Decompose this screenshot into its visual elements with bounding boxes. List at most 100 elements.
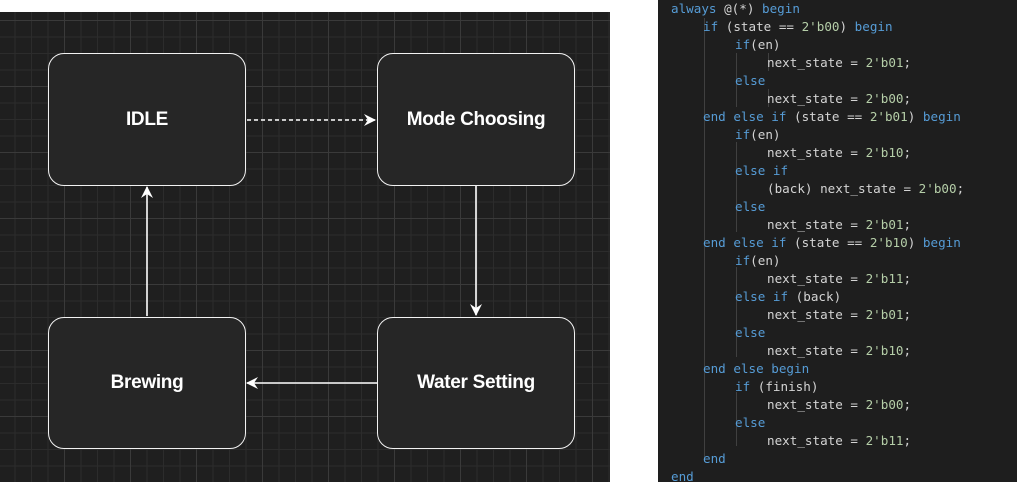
code-token: ; (903, 217, 912, 232)
code-token: next_state = (767, 271, 866, 286)
code-token: if (735, 127, 751, 142)
code-token: if (735, 37, 751, 52)
code-line: (back) next_state = 2'b00; (767, 180, 964, 198)
indent-guide (768, 53, 769, 71)
code-token: next_state = (767, 433, 866, 448)
code-line: always @(*) begin (671, 0, 800, 18)
code-line: if(en) (735, 252, 781, 270)
code-token: (state == (786, 109, 870, 124)
indent-guide (736, 392, 737, 446)
code-line: else (735, 72, 765, 90)
code-token: 2'b11 (865, 433, 904, 448)
code-token: next_state = (767, 217, 866, 232)
indent-guide (736, 142, 737, 232)
code-token: else if (735, 163, 789, 178)
code-line: next_state = 2'b00; (767, 90, 911, 108)
code-token: ; (903, 343, 912, 358)
code-token: (state == (786, 235, 870, 250)
code-line: end else if (state == 2'b10) begin (703, 234, 961, 252)
code-token: always (671, 1, 717, 16)
code-line: next_state = 2'b10; (767, 342, 911, 360)
code-token: begin (854, 19, 893, 34)
code-token: (en) (750, 127, 781, 142)
code-line: end (671, 468, 694, 482)
code-token: next_state = (767, 343, 866, 358)
code-line: end else begin (703, 360, 809, 378)
state-diagram: IDLE Mode Choosing Water Setting Brewing (0, 12, 610, 482)
code-token: (en) (750, 37, 781, 52)
code-line: if (finish) (735, 378, 818, 396)
code-token: 2'b01 (865, 307, 904, 322)
code-token: 2'b10 (865, 145, 904, 160)
code-line: else if (735, 162, 788, 180)
code-line: next_state = 2'b01; (767, 306, 911, 324)
code-line: end else if (state == 2'b01) begin (703, 108, 961, 126)
code-token: end else if (703, 109, 787, 124)
code-token: if (735, 253, 751, 268)
code-token: next_state = (767, 145, 866, 160)
code-line: if(en) (735, 126, 781, 144)
transition-arrows (141, 114, 482, 389)
code-token: else if (735, 289, 789, 304)
code-token: ) (907, 235, 923, 250)
code-line: else (735, 414, 765, 432)
code-token: (back) next_state = (767, 181, 919, 196)
state-water-setting-label: Water Setting (417, 372, 535, 393)
code-token: ) (839, 19, 855, 34)
code-token: begin (922, 235, 961, 250)
code-token: ; (903, 307, 912, 322)
code-token: ; (903, 271, 912, 286)
code-token: 2'b01 (869, 109, 908, 124)
code-token: 2'b01 (865, 55, 904, 70)
code-token: if (735, 379, 751, 394)
code-token: ; (903, 55, 912, 70)
state-mode-choosing-label: Mode Choosing (406, 108, 546, 130)
code-line: next_state = 2'b00; (767, 396, 911, 414)
code-line: next_state = 2'b11; (767, 432, 911, 450)
state-brewing-label: Brewing (110, 372, 184, 393)
code-line: else if (back) (735, 288, 841, 306)
code-token: (state == (718, 19, 802, 34)
code-line: else (735, 324, 765, 342)
code-token: (back) (788, 289, 842, 304)
code-token: 2'b00 (865, 91, 904, 106)
code-token: next_state = (767, 307, 866, 322)
code-token: ) (907, 109, 923, 124)
code-token: (en) (750, 253, 781, 268)
code-line: next_state = 2'b01; (767, 54, 911, 72)
code-line: next_state = 2'b01; (767, 216, 911, 234)
code-token: 2'b00 (918, 181, 957, 196)
code-token: end (703, 451, 726, 466)
code-token: else (735, 199, 766, 214)
code-line: next_state = 2'b10; (767, 144, 911, 162)
code-token: ; (956, 181, 965, 196)
code-token: next_state = (767, 397, 866, 412)
code-token: end (671, 469, 694, 482)
code-line: next_state = 2'b11; (767, 270, 911, 288)
code-token: next_state = (767, 91, 866, 106)
code-token: 2'b00 (865, 397, 904, 412)
code-token: 2'b01 (865, 217, 904, 232)
code-token: ; (903, 145, 912, 160)
state-brewing: Brewing (48, 317, 246, 449)
code-token: end else begin (703, 361, 810, 376)
indent-guide (704, 18, 705, 462)
code-token: else (735, 325, 766, 340)
indent-guide (768, 89, 769, 107)
code-token: ; (903, 91, 912, 106)
code-token: end else if (703, 235, 787, 250)
code-token: ; (903, 397, 912, 412)
code-line: else (735, 198, 765, 216)
code-token: ; (903, 433, 912, 448)
state-idle-label: IDLE (125, 108, 169, 130)
code-token: begin (762, 1, 800, 16)
code-token: else (735, 73, 766, 88)
code-token: @(*) (716, 1, 762, 16)
code-token: if (703, 19, 719, 34)
code-line: if(en) (735, 36, 781, 54)
indent-guide (736, 53, 737, 107)
code-token: 2'b10 (865, 343, 904, 358)
state-water-setting: Water Setting (377, 317, 575, 449)
code-token: else (735, 415, 766, 430)
